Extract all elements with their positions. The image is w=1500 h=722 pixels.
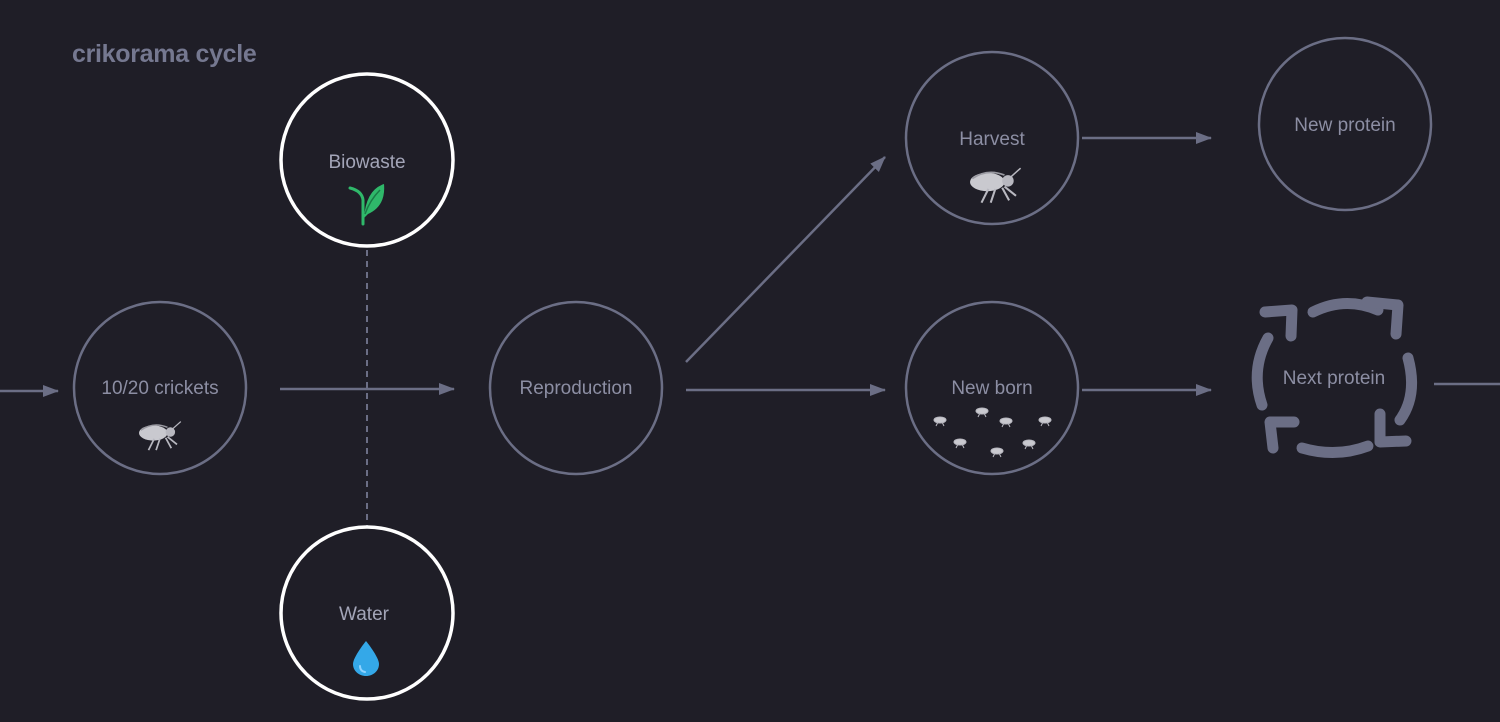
cricket-icon — [970, 167, 1022, 204]
diagram-title: crikorama cycle — [72, 40, 257, 68]
node-biowaste-label: Biowaste — [328, 152, 406, 173]
cycle-arrows-icon — [1251, 296, 1418, 459]
node-next-protein-label: Next protein — [1282, 368, 1386, 389]
node-harvest-circle — [904, 50, 1080, 226]
node-biowaste-circle — [279, 72, 455, 248]
node-water-label: Water — [339, 604, 389, 625]
baby-crickets-icon — [933, 407, 1052, 458]
node-reproduction-circle — [488, 300, 664, 476]
node-crickets-circle — [72, 300, 248, 476]
node-water-circle — [279, 525, 455, 701]
node-new-protein-label: New protein — [1294, 115, 1396, 136]
node-crickets-label: 10/20 crickets — [101, 378, 219, 399]
node-reproduction-label: Reproduction — [519, 378, 633, 399]
cricket-icon — [139, 421, 182, 451]
sprout-icon — [348, 184, 385, 226]
water-drop-icon — [353, 641, 379, 676]
node-newborn-label: New born — [951, 378, 1033, 399]
arrow-reproduction-to-harvest — [685, 156, 886, 363]
node-new-protein-circle — [1257, 36, 1433, 212]
node-harvest-label: Harvest — [959, 129, 1025, 150]
node-newborn-circle — [904, 300, 1080, 476]
